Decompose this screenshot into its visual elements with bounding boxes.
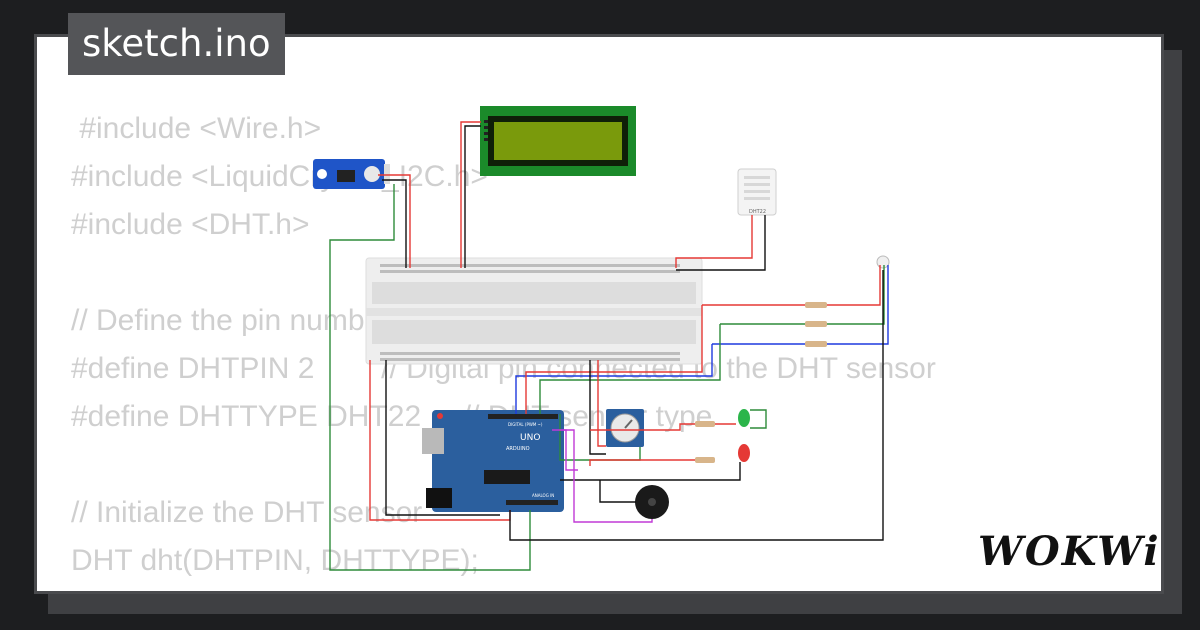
light-sensor-module [313, 159, 390, 189]
code-line: // Initialize the DHT sensor [71, 496, 423, 529]
arduino-uno: UNO ARDUINO DIGITAL (PWM ~) ANALOG IN [422, 410, 564, 512]
dht22-label: DHT22 [749, 209, 766, 215]
dht22-sensor: DHT22 [737, 168, 777, 216]
code-line: #include <DHT.h> [71, 208, 310, 241]
green-led [738, 409, 750, 427]
file-title[interactable]: sketch.ino [68, 13, 285, 75]
breadboard [365, 257, 703, 365]
wires [329, 121, 889, 571]
arduino-label: ARDUINO [506, 446, 530, 452]
lcd-display [480, 106, 636, 176]
code-line: DHT dht(DHTPIN, DHTTYPE); [71, 544, 479, 577]
buzzer [635, 485, 669, 519]
code-line: #include <Wire.h> [71, 112, 322, 145]
red-led [738, 444, 750, 462]
digital-label: DIGITAL (PWM ~) [508, 422, 543, 427]
analog-label: ANALOG IN [532, 493, 554, 498]
rgb-led [876, 255, 890, 269]
uno-label: UNO [520, 433, 540, 443]
potentiometer [606, 409, 644, 447]
wokwi-logo: WOKWi [978, 528, 1161, 575]
resistors [695, 302, 827, 463]
